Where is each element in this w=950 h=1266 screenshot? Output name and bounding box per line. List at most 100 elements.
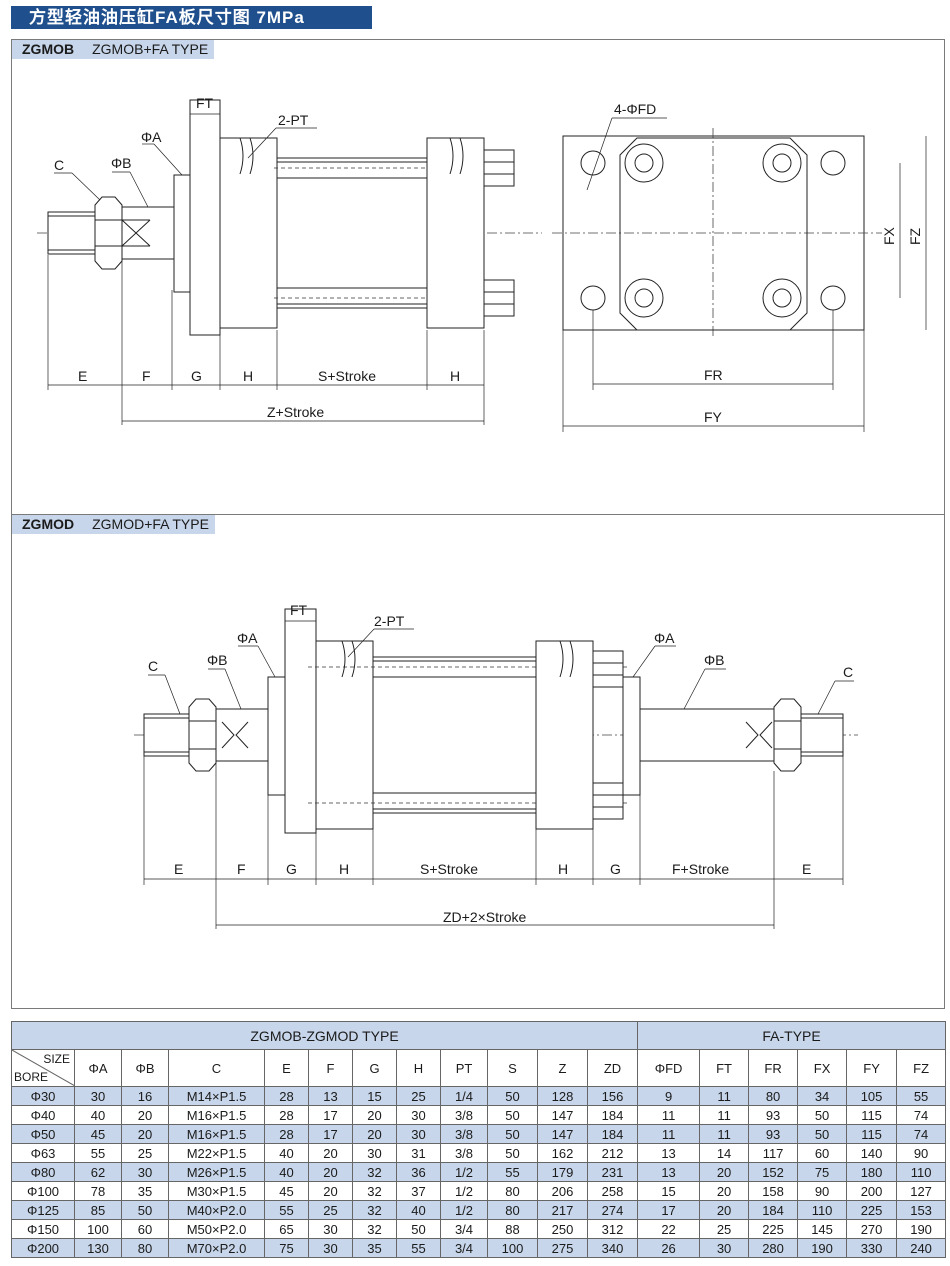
zgmod-phib-left-label: ΦB (207, 652, 228, 668)
table-cell: 20 (352, 1124, 397, 1144)
table-cell: 15 (352, 1086, 397, 1106)
table-cell: 25 (699, 1219, 750, 1239)
table-cell: 78 (74, 1181, 122, 1201)
table-cell: 80 (121, 1238, 169, 1258)
table-cell: 30 (74, 1086, 122, 1106)
zgmob-code: ZGMOB (22, 41, 75, 57)
column-header: ΦB (121, 1049, 169, 1087)
zgmob-fd-label: 4-ΦFD (614, 101, 656, 117)
table-cell: 20 (308, 1181, 353, 1201)
table-cell: 55 (74, 1143, 122, 1163)
zgmod-ft-label: FT (290, 602, 308, 618)
table-cell: 20 (308, 1143, 353, 1163)
table-cell: 20 (308, 1162, 353, 1182)
table-cell: 127 (896, 1181, 947, 1201)
zgmod-pt-label: 2-PT (374, 613, 405, 629)
bore-cell: Φ125 (11, 1200, 75, 1220)
table-cell: 184 (586, 1124, 639, 1144)
table-cell: 1/4 (440, 1086, 488, 1106)
table-cell: 65 (264, 1219, 309, 1239)
table-cell: 60 (121, 1219, 169, 1239)
bore-cell: Φ150 (11, 1219, 75, 1239)
table-cell: 17 (308, 1105, 353, 1125)
group-header-fa: FA-TYPE (637, 1021, 947, 1050)
bore-cell: Φ40 (11, 1105, 75, 1125)
zgmob-dim-z: Z+Stroke (267, 404, 324, 420)
zgmod-dim-g: G (286, 861, 297, 877)
table-cell: 250 (537, 1219, 588, 1239)
table-cell: 32 (352, 1219, 397, 1239)
zgmob-dim-s: S+Stroke (318, 368, 376, 384)
column-header: FT (699, 1049, 750, 1087)
zgmob-dim-fz: FZ (907, 227, 923, 245)
zgmob-dim-fr: FR (704, 367, 723, 383)
table-cell: 275 (537, 1238, 588, 1258)
zgmob-dim-e: E (78, 368, 87, 384)
zgmod-dim-h2: H (558, 861, 568, 877)
table-cell: 60 (797, 1143, 848, 1163)
table-cell: 14 (699, 1143, 750, 1163)
column-header: FX (797, 1049, 848, 1087)
corner-diagonal (12, 1050, 75, 1086)
table-cell: 15 (637, 1181, 701, 1201)
zgmod-dim-e2: E (802, 861, 811, 877)
zgmod-phib-right-label: ΦB (704, 652, 725, 668)
corner-size: SIZE (43, 1052, 70, 1066)
table-cell: 190 (797, 1238, 848, 1258)
column-header: C (168, 1049, 265, 1087)
zgmod-c-left-label: C (148, 658, 158, 674)
zgmob-c-label: C (54, 157, 64, 173)
column-header: G (352, 1049, 397, 1087)
table-cell: 45 (264, 1181, 309, 1201)
table-cell: 3/4 (440, 1238, 488, 1258)
table-cell: 206 (537, 1181, 588, 1201)
table-cell: 190 (896, 1219, 947, 1239)
table-cell: 11 (699, 1105, 750, 1125)
table-cell: 145 (797, 1219, 848, 1239)
zgmod-code: ZGMOD (22, 516, 75, 532)
table-cell: 16 (121, 1086, 169, 1106)
table-cell: 34 (797, 1086, 848, 1106)
table-cell: 162 (537, 1143, 588, 1163)
table-cell: 158 (748, 1181, 799, 1201)
table-cell: 32 (352, 1200, 397, 1220)
table-cell: 115 (846, 1105, 898, 1125)
bore-cell: Φ100 (11, 1181, 75, 1201)
zgmod-phia-right-label: ΦA (654, 630, 675, 646)
table-cell: 17 (637, 1200, 701, 1220)
table-cell: 110 (896, 1162, 947, 1182)
zgmod-dim-s: S+Stroke (420, 861, 478, 877)
table-cell: 40 (396, 1200, 441, 1220)
table-cell: 140 (846, 1143, 898, 1163)
table-cell: M14×P1.5 (168, 1086, 265, 1106)
table-cell: 3/8 (440, 1124, 488, 1144)
table-cell: 152 (748, 1162, 799, 1182)
table-cell: 37 (396, 1181, 441, 1201)
table-cell: 225 (846, 1200, 898, 1220)
zgmob-dim-g: G (191, 368, 202, 384)
bore-cell: Φ63 (11, 1143, 75, 1163)
table-cell: 3/4 (440, 1219, 488, 1239)
zgmod-dim-e: E (174, 861, 183, 877)
table-cell: 55 (896, 1086, 947, 1106)
table-cell: 340 (586, 1238, 639, 1258)
table-cell: 212 (586, 1143, 639, 1163)
table-cell: 30 (396, 1124, 441, 1144)
table-cell: 28 (264, 1124, 309, 1144)
table-cell: 11 (699, 1124, 750, 1144)
table-cell: 40 (264, 1162, 309, 1182)
table-cell: 30 (396, 1105, 441, 1125)
table-cell: M30×P1.5 (168, 1181, 265, 1201)
table-cell: 1/2 (440, 1200, 488, 1220)
table-cell: 25 (308, 1200, 353, 1220)
table-cell: 50 (797, 1105, 848, 1125)
table-cell: 1/2 (440, 1181, 488, 1201)
table-cell: 17 (308, 1124, 353, 1144)
